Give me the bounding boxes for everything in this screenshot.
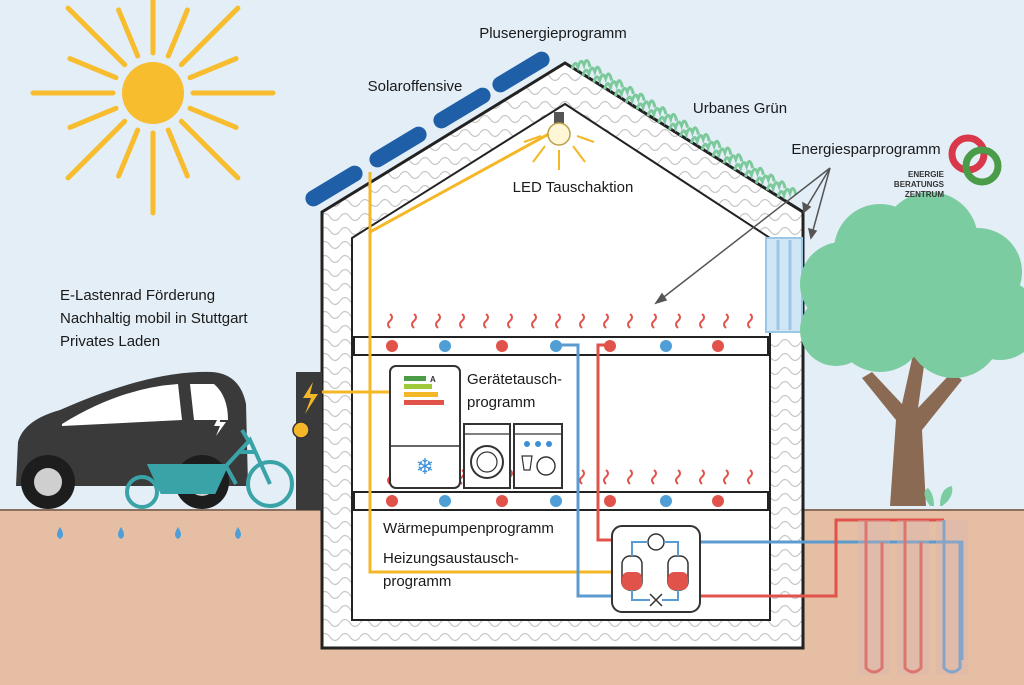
snowflake-icon: ❄ [416,455,434,480]
dishwasher-icon [513,423,563,489]
power-line-bulb [369,128,557,234]
ebz-logo-icon: ENERGIE BERATUNGS ZENTRUM [894,134,1002,199]
led-label: LED Tauschaktion [513,179,634,196]
green-roof [570,59,798,200]
window-icon [765,237,803,333]
warm-pipe-inner [596,343,616,542]
solar-label: Solaroffensive [368,78,463,95]
energy-save-arrows [654,167,831,305]
heating-label-2: programm [383,573,451,590]
ebz-label-2: BERATUNGS [894,180,945,189]
urban-green-label: Urbanes Grün [693,100,787,117]
washing-machine-icon [463,423,511,489]
cargo-bike-icon [125,428,294,509]
warm-pipe-ground [697,518,944,598]
power-line [368,172,618,574]
heating-label-1: Heizungsaustausch- [383,550,519,567]
energy-class-label: A [430,375,436,384]
sun-icon [30,0,276,216]
floor-heating-dots [386,340,724,507]
plusenergy-label: Plusenergieprogramm [479,25,627,42]
rain-drops [57,527,241,539]
heat-pump-label: Wärmepumpenprogramm [383,520,554,537]
charging-label: Privates Laden [60,333,160,350]
cold-pipe-inner [560,343,616,598]
ground-probes [858,520,968,675]
fridge-icon: A ❄ [389,365,461,489]
charger-icon [292,372,322,510]
appliance-label-1: Gerätetausch- [467,371,562,388]
bulb-icon [523,112,595,170]
solar-panel-icon [305,51,550,207]
cold-pipe-ground [697,540,964,660]
ebz-label-3: ZENTRUM [905,190,944,199]
energy-save-label: Energiesparprogramm [791,141,940,158]
mobility-label: Nachhaltig mobil in Stuttgart [60,310,248,327]
cargo-bike-label: E-Lastenrad Förderung [60,287,215,304]
tree-icon [800,192,1024,506]
ebz-label-1: ENERGIE [908,170,945,179]
appliance-label-2: programm [467,394,535,411]
heat-pump-icon [611,525,701,613]
